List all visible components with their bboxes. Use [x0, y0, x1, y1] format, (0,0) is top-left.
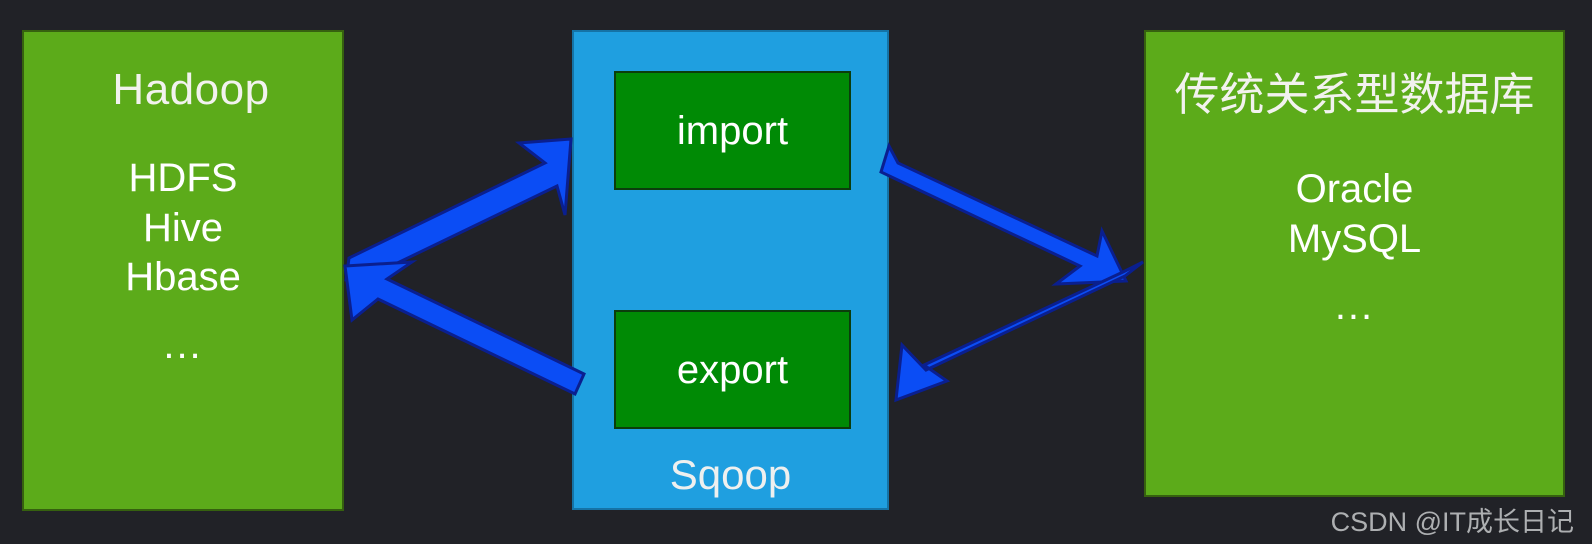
hadoop-item-hive: Hive: [142, 205, 224, 250]
hadoop-item-hdfs: HDFS: [128, 156, 238, 200]
arrow-rdbms-to-export: [894, 260, 1144, 403]
rdbms-product-list: Oracle MySQL ...: [1288, 165, 1421, 332]
hadoop-title: Hadoop: [112, 65, 270, 114]
sqoop-panel: import export Sqoop: [572, 30, 889, 510]
arrow-export-to-hadoop: [343, 260, 586, 397]
hadoop-component-list: HDFS Hive Hbase ...: [125, 154, 241, 370]
watermark-text: CSDN @IT成长日记: [1330, 507, 1574, 537]
export-box: export: [614, 310, 851, 429]
hadoop-ellipsis: ...: [163, 322, 203, 367]
export-label: export: [676, 347, 789, 392]
rdbms-item-mysql: MySQL: [1287, 216, 1422, 261]
rdbms-ellipsis: ...: [1334, 284, 1375, 329]
hadoop-item-hbase: Hbase: [125, 255, 241, 300]
sqoop-label: Sqoop: [669, 451, 792, 498]
arrow-import-to-rdbms: [879, 142, 1129, 286]
import-box: import: [614, 71, 851, 190]
rdbms-panel: 传统关系型数据库 Oracle MySQL ...: [1144, 30, 1565, 497]
rdbms-item-oracle: Oracle: [1295, 167, 1414, 211]
rdbms-title: 传统关系型数据库: [1174, 69, 1535, 120]
import-label: import: [676, 108, 789, 153]
arrow-hadoop-to-import: [344, 137, 573, 284]
hadoop-panel: Hadoop HDFS Hive Hbase ...: [22, 30, 344, 511]
